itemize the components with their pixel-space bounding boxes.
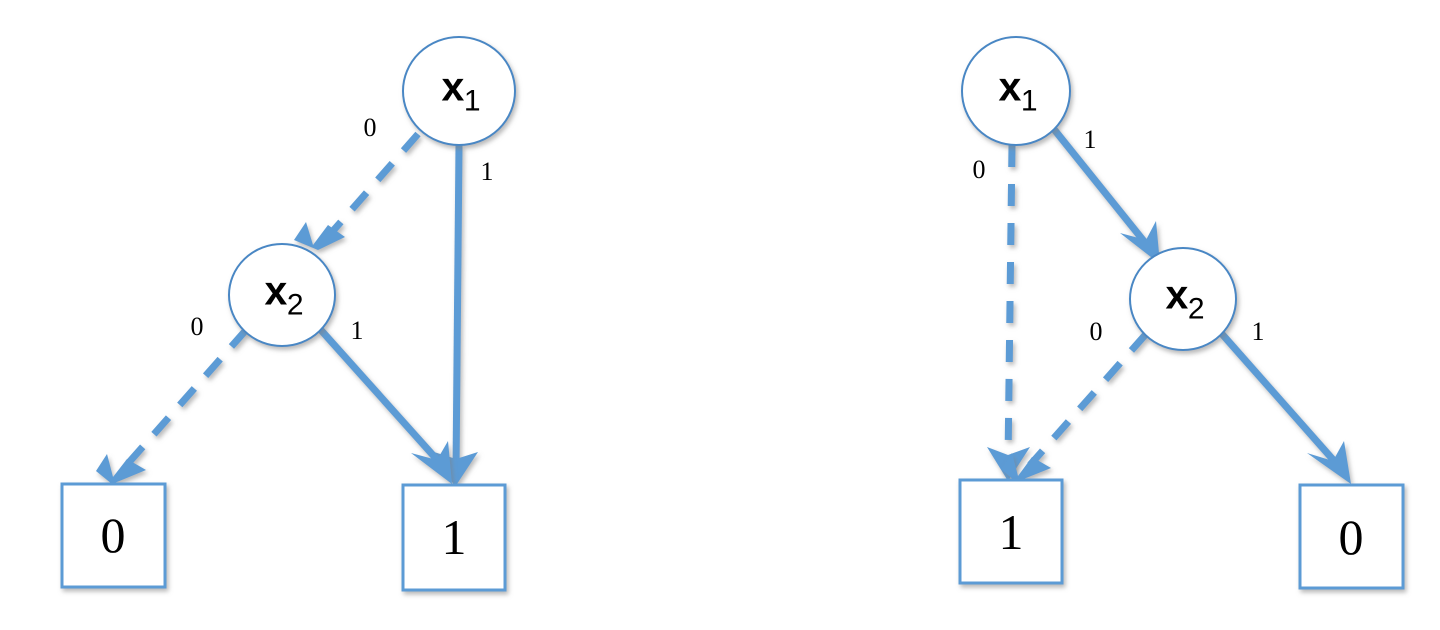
edge-r-x1-to-x2 bbox=[1050, 125, 1160, 264]
terminal-r-0[interactable] bbox=[1298, 483, 1405, 590]
edge-l-x2-to-t0 bbox=[96, 327, 249, 484]
terminal-label-r-0: 0 bbox=[1338, 509, 1364, 565]
node-label-r-x1: x1 bbox=[998, 63, 1038, 118]
edge-l-x1-to-t1 bbox=[434, 144, 478, 487]
edge-label-r-x1-1: 1 bbox=[1083, 125, 1097, 154]
edge-label-r-x1-0: 0 bbox=[972, 155, 986, 184]
node-label-l-x2: x2 bbox=[264, 267, 304, 322]
edge-l-x1-to-x2 bbox=[294, 131, 421, 251]
right-diagram: terminal 1 (dashed, near vertical) --> x… bbox=[958, 36, 1405, 590]
edge-r-x2-to-t1 bbox=[1001, 331, 1149, 482]
terminal-l-1[interactable] bbox=[401, 483, 507, 592]
terminal-label-r-1: 1 bbox=[998, 504, 1024, 560]
edge-label-l-x1-1: 1 bbox=[480, 157, 494, 186]
node-label-l-x1: x1 bbox=[441, 63, 481, 118]
terminal-l-0[interactable] bbox=[60, 482, 167, 589]
edge-r-x1-to-t1 bbox=[987, 144, 1030, 481]
left-diagram: x2 (dashed) --> terminal 1 (solid) --> t… bbox=[60, 36, 516, 592]
terminal-label-l-0: 0 bbox=[100, 507, 126, 563]
node-r-x2[interactable] bbox=[1129, 247, 1237, 351]
node-label-r-x2: x2 bbox=[1165, 271, 1205, 326]
edge-label-r-x2-1: 1 bbox=[1251, 317, 1265, 346]
terminal-label-l-1: 1 bbox=[441, 509, 467, 565]
node-r-x1[interactable] bbox=[961, 36, 1071, 146]
edge-l-x2-to-t1 bbox=[317, 326, 452, 484]
edge-label-l-x2-0: 0 bbox=[190, 312, 204, 341]
edge-label-l-x2-1: 1 bbox=[350, 316, 364, 345]
terminal-r-1[interactable] bbox=[958, 478, 1064, 585]
node-l-x1[interactable] bbox=[402, 36, 516, 146]
edge-label-l-x1-0: 0 bbox=[363, 113, 377, 142]
node-l-x2[interactable] bbox=[228, 243, 336, 347]
edge-r-x2-to-t0 bbox=[1219, 331, 1351, 484]
edge-label-r-x2-0: 0 bbox=[1089, 317, 1103, 346]
